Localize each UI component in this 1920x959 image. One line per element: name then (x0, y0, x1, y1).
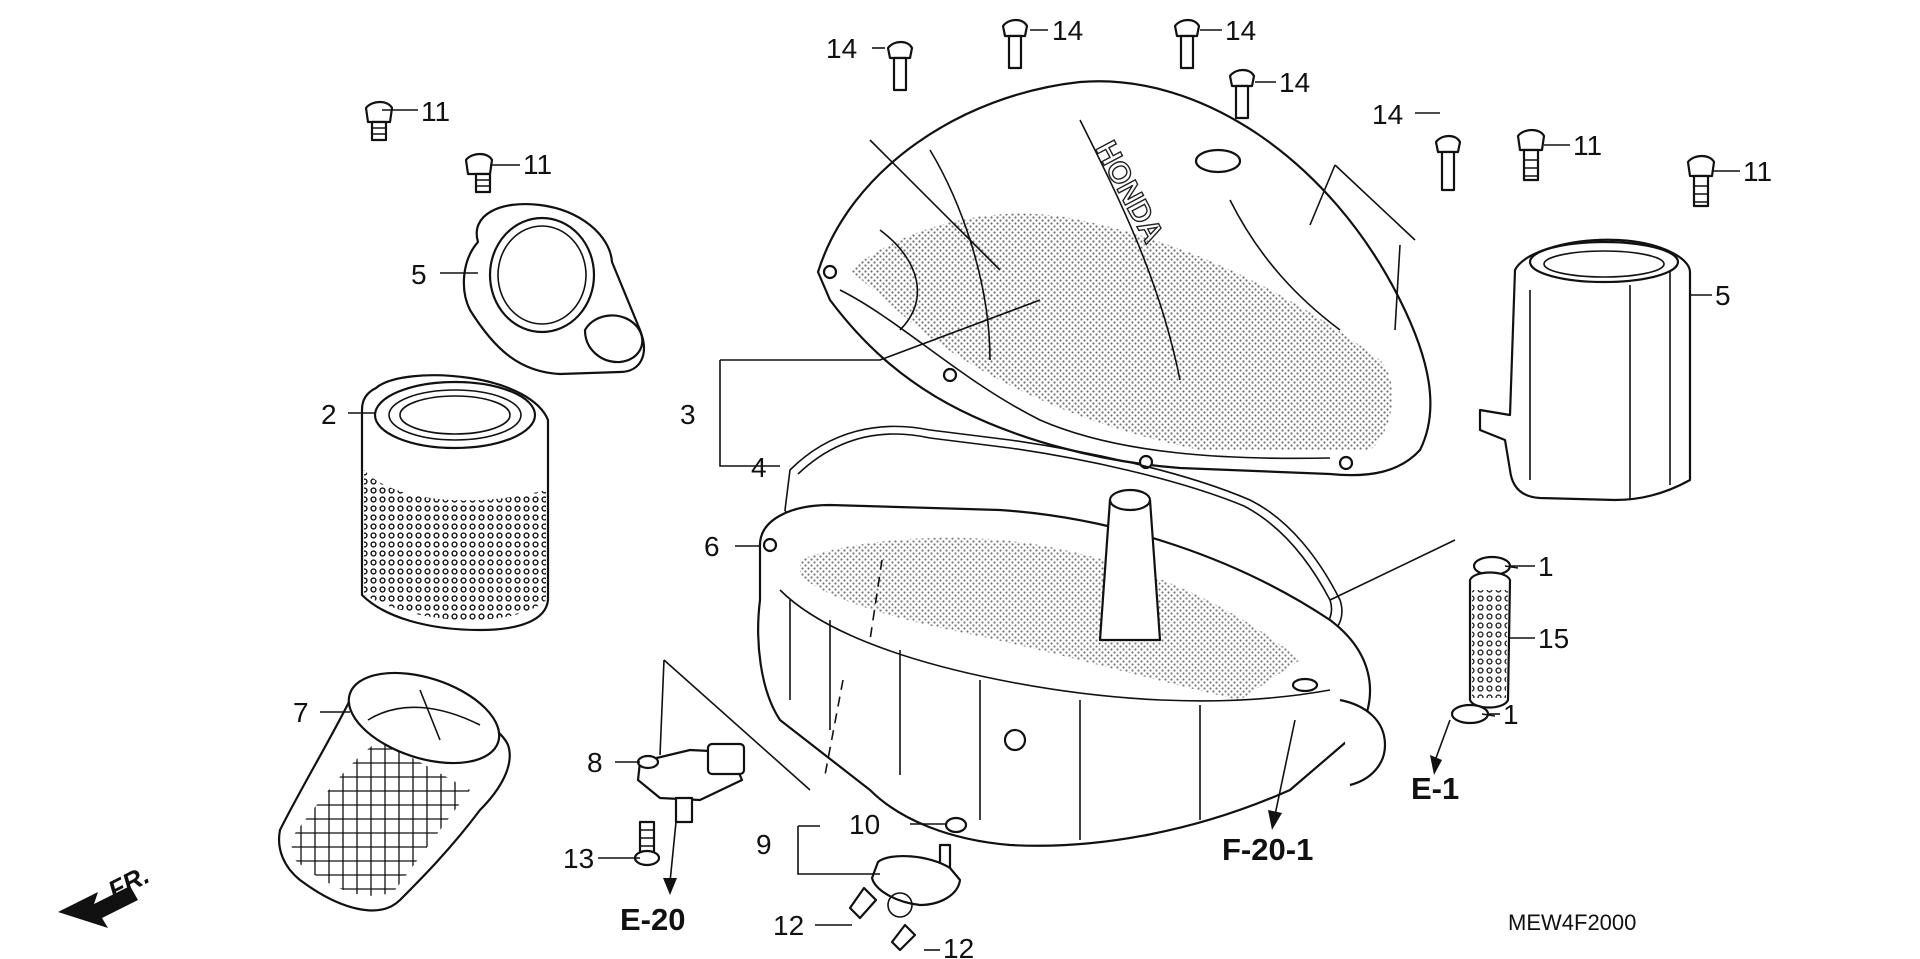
screw-14-d (1228, 68, 1256, 120)
callout-9: 9 (756, 829, 772, 860)
reference-labels: E-1 F-20-1 E-20 (620, 771, 1459, 937)
screw-14-a (886, 40, 914, 92)
washer-10 (944, 816, 968, 834)
callout-12: 12 (773, 910, 804, 941)
air-cleaner-case (757, 488, 1387, 847)
callout-12: 12 (943, 933, 974, 959)
ref-f-20-1: F-20-1 (1222, 832, 1313, 867)
callout-1: 1 (1538, 551, 1554, 582)
screw-14-e (1434, 134, 1462, 192)
callout-numbers: 11 11 5 2 3 4 6 7 8 9 10 13 12 12 14 14 … (293, 15, 1772, 959)
air-cleaner-cover: HONDA (816, 80, 1432, 477)
callout-13: 13 (563, 843, 594, 874)
screw-14-b (1001, 18, 1029, 70)
callout-8: 8 (587, 747, 603, 778)
callout-7: 7 (293, 697, 309, 728)
air-duct-left (462, 203, 645, 376)
screw-12-right (890, 923, 917, 952)
callout-14: 14 (1372, 99, 1403, 130)
callout-11: 11 (1573, 130, 1602, 161)
callout-5: 5 (1715, 280, 1731, 311)
air-temp-sensor (636, 742, 746, 824)
air-duct-cover-right (1478, 238, 1692, 502)
screw-11-lower-left (464, 152, 494, 194)
diagram-code: MEW4F2000 (1508, 910, 1636, 935)
callout-1: 1 (1503, 699, 1519, 730)
air-filter-element (360, 374, 550, 632)
callout-14: 14 (1225, 15, 1256, 46)
screw-14-c (1173, 18, 1201, 70)
callout-11: 11 (1743, 156, 1772, 187)
screw-11-upper-left (364, 100, 394, 142)
callout-2: 2 (321, 399, 337, 430)
screw-11-right-a (1516, 128, 1546, 182)
front-direction-arrow: FR. (58, 860, 154, 928)
callout-10: 10 (849, 809, 880, 840)
callout-5: 5 (411, 259, 427, 290)
screw-11-right-b (1686, 154, 1716, 208)
callout-3: 3 (680, 399, 696, 430)
leader-lines (320, 29, 1740, 951)
drain-plug-assembly (848, 816, 968, 952)
screw-13 (633, 820, 661, 867)
air-funnel (277, 671, 511, 912)
callout-14: 14 (1279, 67, 1310, 98)
ref-e-1: E-1 (1411, 771, 1459, 806)
callout-15: 15 (1538, 623, 1569, 654)
callout-11: 11 (523, 149, 552, 180)
callout-4: 4 (751, 452, 767, 483)
callout-14: 14 (1052, 15, 1083, 46)
drain-tube-15 (1468, 571, 1512, 709)
screw-12-left (848, 886, 878, 920)
callout-6: 6 (704, 531, 720, 562)
callout-14: 14 (826, 33, 857, 64)
ref-e-20: E-20 (620, 902, 685, 937)
callout-11: 11 (421, 96, 450, 127)
